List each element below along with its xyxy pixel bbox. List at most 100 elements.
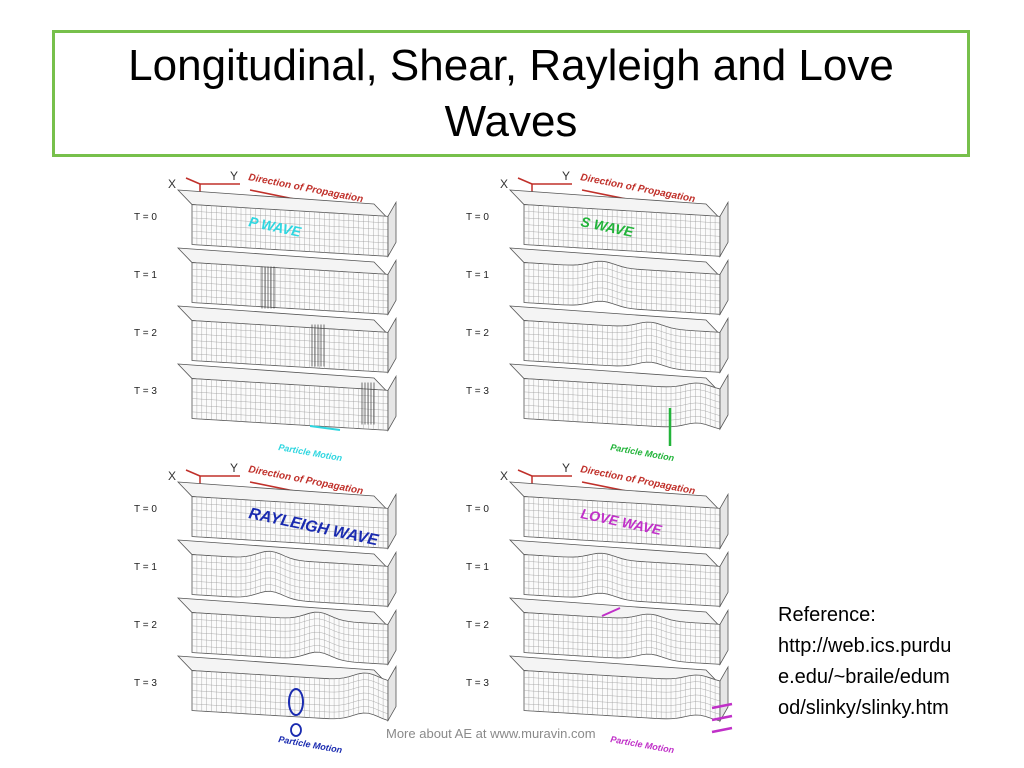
- mesh-line: [523, 625, 721, 638]
- time-label: T = 1: [134, 562, 157, 573]
- mesh-line: [523, 523, 721, 536]
- mesh-line: [523, 327, 721, 340]
- mesh-line: [523, 632, 721, 645]
- mesh-line: [523, 509, 721, 522]
- mesh-line: [191, 295, 389, 308]
- mesh-line: [191, 411, 389, 424]
- mesh-line: [191, 564, 389, 580]
- mesh-line: [523, 405, 721, 416]
- mesh-line: [523, 237, 721, 250]
- slide-title: Longitudinal, Shear, Rayleigh and Love W…: [128, 40, 894, 146]
- mesh-line: [191, 516, 389, 529]
- mesh-line: [191, 683, 389, 695]
- mesh-line: [523, 340, 721, 353]
- mesh-line: [523, 287, 721, 302]
- title-box: Longitudinal, Shear, Rayleigh and Love W…: [52, 30, 970, 157]
- reference-url-line: od/slinky/slinky.htm: [778, 697, 949, 719]
- mesh-line: [523, 639, 721, 652]
- block-end-face: [387, 665, 397, 723]
- block-end-face: [387, 258, 397, 316]
- mesh-line: [191, 557, 389, 574]
- mesh-line: [191, 347, 389, 360]
- x-axis-line: [517, 469, 533, 477]
- time-label: T = 1: [134, 270, 157, 281]
- mesh-line: [191, 231, 389, 244]
- mesh-line: [523, 503, 721, 516]
- mesh-line: [191, 677, 389, 688]
- mesh-line: [191, 632, 389, 645]
- time-label: T = 2: [466, 620, 489, 631]
- mesh-line: [191, 638, 389, 652]
- reference-note: Reference: http://web.ics.purdu e.edu/~b…: [778, 600, 1008, 724]
- mesh-line: [191, 503, 389, 516]
- particle-motion-arrow: [711, 714, 733, 722]
- axis-label-y: Y: [562, 169, 570, 183]
- mesh-line: [523, 683, 721, 695]
- particle-motion-arrow: [601, 607, 621, 617]
- time-label: T = 2: [134, 328, 157, 339]
- mesh-line: [191, 391, 389, 404]
- mesh-line: [523, 281, 721, 295]
- axis-label-y: Y: [562, 461, 570, 475]
- axis-label-x: X: [168, 177, 176, 191]
- axis-label-x: X: [500, 177, 508, 191]
- time-label: T = 1: [466, 270, 489, 281]
- particle-motion-arrow: [711, 726, 733, 734]
- time-label: T = 0: [466, 212, 489, 223]
- mesh-line: [523, 573, 721, 587]
- reference-url-line: e.edu/~braile/edum: [778, 666, 950, 688]
- mesh-line: [191, 385, 389, 398]
- mesh-line: [523, 703, 721, 715]
- mesh-line: [191, 269, 389, 282]
- x-axis-line: [185, 177, 201, 185]
- mesh-line: [523, 231, 721, 244]
- time-label: T = 3: [134, 386, 157, 397]
- mesh-line: [523, 516, 721, 529]
- mesh-line: [191, 275, 389, 288]
- mesh-line: [523, 224, 721, 237]
- mesh-line: [523, 274, 721, 288]
- time-label: T = 2: [134, 620, 157, 631]
- mesh-line: [191, 353, 389, 366]
- mesh-line: [523, 353, 721, 366]
- mesh-line: [523, 411, 721, 423]
- mesh-line: [191, 571, 389, 587]
- mesh-line: [191, 333, 389, 346]
- mesh-line: [191, 509, 389, 522]
- block-end-face: [719, 316, 729, 374]
- mesh-line: [523, 579, 721, 594]
- mesh-line: [523, 398, 721, 410]
- particle-motion-label: Particle Motion: [278, 442, 344, 463]
- mesh-line: [191, 625, 389, 638]
- particle-motion-ellipse: [288, 688, 304, 716]
- mesh-line: [523, 267, 721, 282]
- block-end-face: [387, 550, 397, 608]
- mesh-line: [191, 327, 389, 340]
- mesh-line: [191, 405, 389, 418]
- mesh-line: [191, 289, 389, 302]
- time-label: T = 0: [134, 212, 157, 223]
- reference-label: Reference:: [778, 604, 876, 626]
- block-end-face: [387, 200, 397, 258]
- mesh-line: [523, 529, 721, 542]
- mesh-line: [523, 294, 721, 308]
- footer-text: More about AE at www.muravin.com: [386, 726, 596, 741]
- particle-motion-ellipse: [290, 723, 302, 737]
- block-end-face: [387, 608, 397, 666]
- mesh-line: [523, 559, 721, 574]
- mesh-line: [523, 677, 721, 688]
- block-end-face: [719, 200, 729, 258]
- mesh-line: [191, 224, 389, 237]
- mesh-line: [191, 618, 389, 632]
- mesh-line: [191, 529, 389, 542]
- block-end-face: [387, 316, 397, 374]
- block-end-face: [719, 608, 729, 666]
- mesh-line: [523, 391, 721, 403]
- mesh-line: [523, 333, 721, 346]
- axis-label-y: Y: [230, 169, 238, 183]
